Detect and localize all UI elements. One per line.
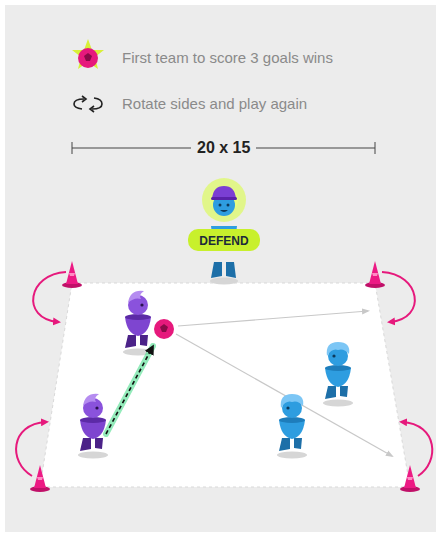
attacker [78,394,108,459]
ball-icon [72,39,104,69]
dimension-label: 20 x 15 [191,138,256,158]
ball [154,319,174,339]
field [40,283,410,487]
rotate-icon [74,96,102,112]
legend-text: First team to score 3 goals wins [122,49,333,67]
cones [30,261,420,492]
badge-text: DEFEND [199,234,248,248]
role-badge: DEFEND [188,229,260,251]
defender [323,342,353,407]
defender [277,394,307,459]
attacker [123,291,153,356]
legend-text: Rotate sides and play again [122,95,307,113]
rotation-arrows [16,272,432,476]
run-arrow [106,346,153,434]
